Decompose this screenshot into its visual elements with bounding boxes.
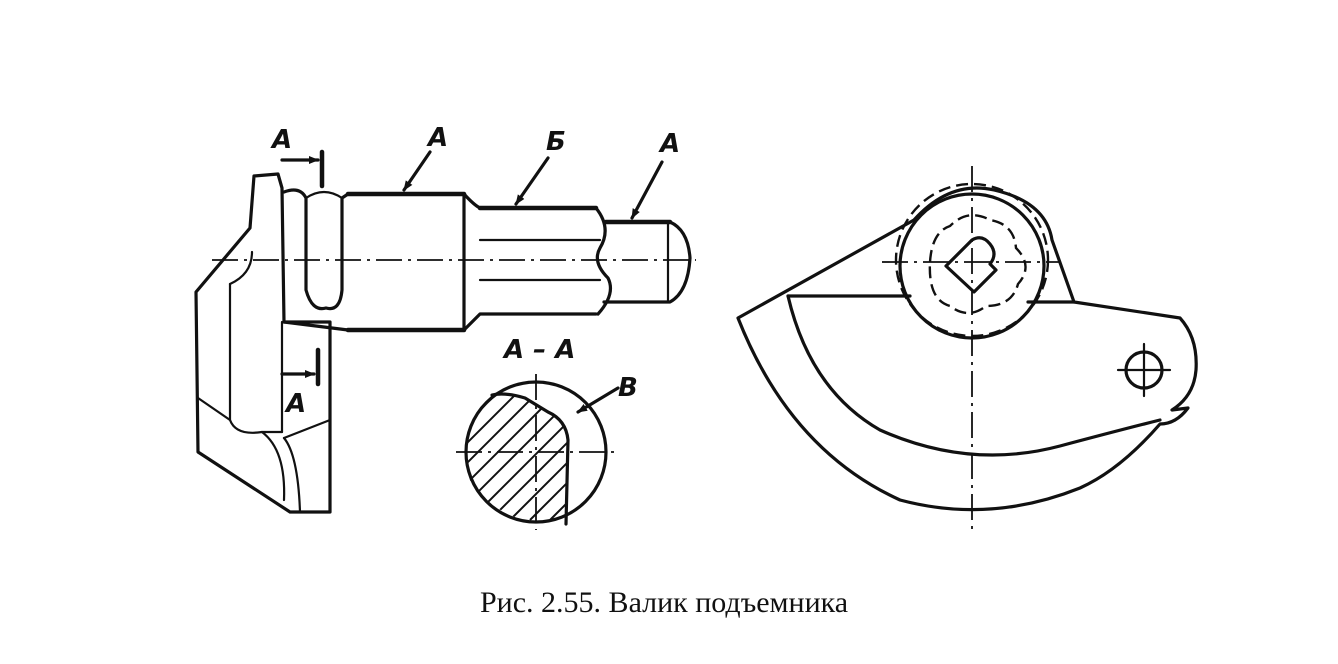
- label-surface-a-left: А: [426, 123, 448, 153]
- section-a-a: [456, 374, 620, 530]
- front-view: [194, 149, 696, 514]
- label-section-title: А – А: [502, 335, 575, 365]
- label-surface-v: В: [618, 373, 638, 403]
- side-view: [736, 166, 1198, 530]
- label-surface-b: Б: [546, 127, 566, 157]
- figure-caption: Рис. 2.55. Валик подъемника: [480, 586, 848, 619]
- label-section-mark-top: А: [270, 125, 292, 155]
- label-surface-a-right: А: [658, 129, 680, 159]
- label-section-mark-bottom: А: [284, 389, 306, 419]
